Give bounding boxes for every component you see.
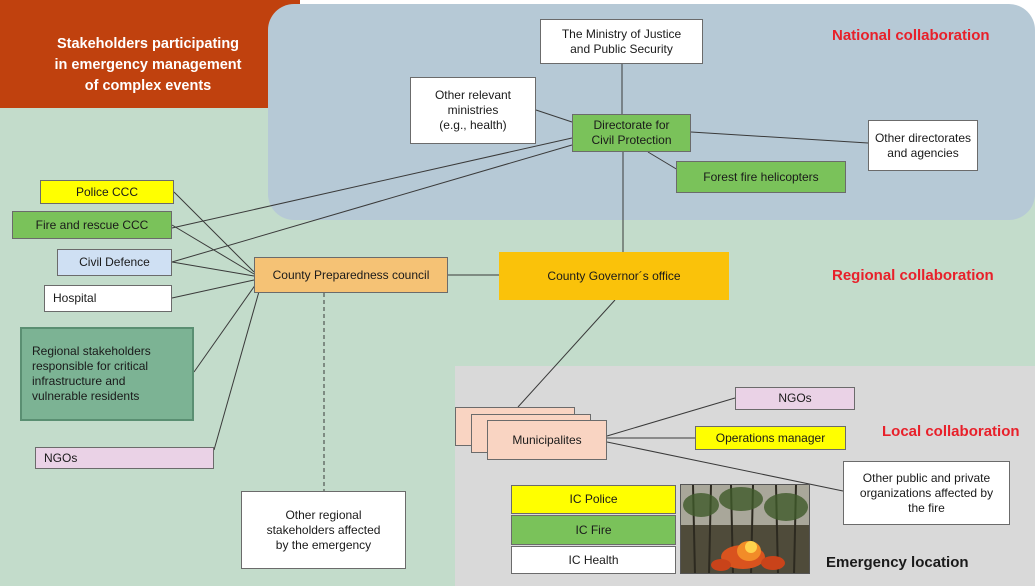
- forest-fire-helicopters-box: Forest fire helicopters: [676, 161, 846, 193]
- municipalities-box: Municipalites: [487, 420, 607, 460]
- police-ccc-box: Police CCC: [40, 180, 174, 204]
- ngos-regional-box: NGOs: [35, 447, 214, 469]
- line-directorate-firerescue: [171, 137, 573, 229]
- line-ngos-council: [213, 287, 261, 451]
- national-collaboration-label: National collaboration: [832, 27, 990, 44]
- line-regional-council: [193, 283, 257, 373]
- ngos-local-box: NGOs: [735, 387, 855, 410]
- fire-rescue-ccc-box: Fire and rescue CCC: [12, 211, 172, 239]
- forest-fire-illustration: [681, 485, 809, 573]
- other-ministries-box: Other relevant ministries (e.g., health): [410, 77, 536, 144]
- line-hospital-council: [171, 279, 255, 299]
- other-regional-stakeholders-box: Other regional stakeholders affected by …: [241, 491, 406, 569]
- line-firerescue-council: [171, 224, 255, 275]
- county-governor-office-box: County Governor´s office: [499, 252, 729, 300]
- emergency-location-label: Emergency location: [826, 554, 969, 571]
- other-public-private-box: Other public and private organizations a…: [843, 461, 1010, 525]
- regional-stakeholders-box: Regional stakeholders responsible for cr…: [20, 327, 194, 421]
- line-police-council: [173, 191, 255, 273]
- line-directorate-otherdirectorates: [690, 131, 869, 144]
- line-civildefence-council: [171, 261, 255, 277]
- ic-fire-box: IC Fire: [511, 515, 676, 545]
- civil-defence-box: Civil Defence: [57, 249, 172, 276]
- line-governor-municipalities: [517, 299, 616, 408]
- line-directorate-helicopters: [647, 151, 679, 171]
- line-municipalities-ngos: [606, 397, 736, 437]
- local-collaboration-label: Local collaboration: [882, 423, 1020, 440]
- county-preparedness-council-box: County Preparedness council: [254, 257, 448, 293]
- other-directorates-box: Other directorates and agencies: [868, 120, 978, 171]
- directorate-civil-protection-box: Directorate for Civil Protection: [572, 114, 691, 152]
- forest-fire-photo: [680, 484, 810, 574]
- operations-manager-box: Operations manager: [695, 426, 846, 450]
- ic-police-box: IC Police: [511, 485, 676, 514]
- regional-collaboration-label: Regional collaboration: [832, 267, 994, 284]
- line-directorate-civildefence: [171, 144, 573, 263]
- line-ministries-directorate: [535, 109, 573, 123]
- ministry-justice-box: The Ministry of Justice and Public Secur…: [540, 19, 703, 64]
- header-banner: [0, 0, 300, 108]
- line-municipalities-otherpublic: [606, 441, 844, 492]
- hospital-box: Hospital: [44, 285, 172, 312]
- ic-health-box: IC Health: [511, 546, 676, 574]
- header-title: Stakeholders participating in emergency …: [54, 36, 242, 94]
